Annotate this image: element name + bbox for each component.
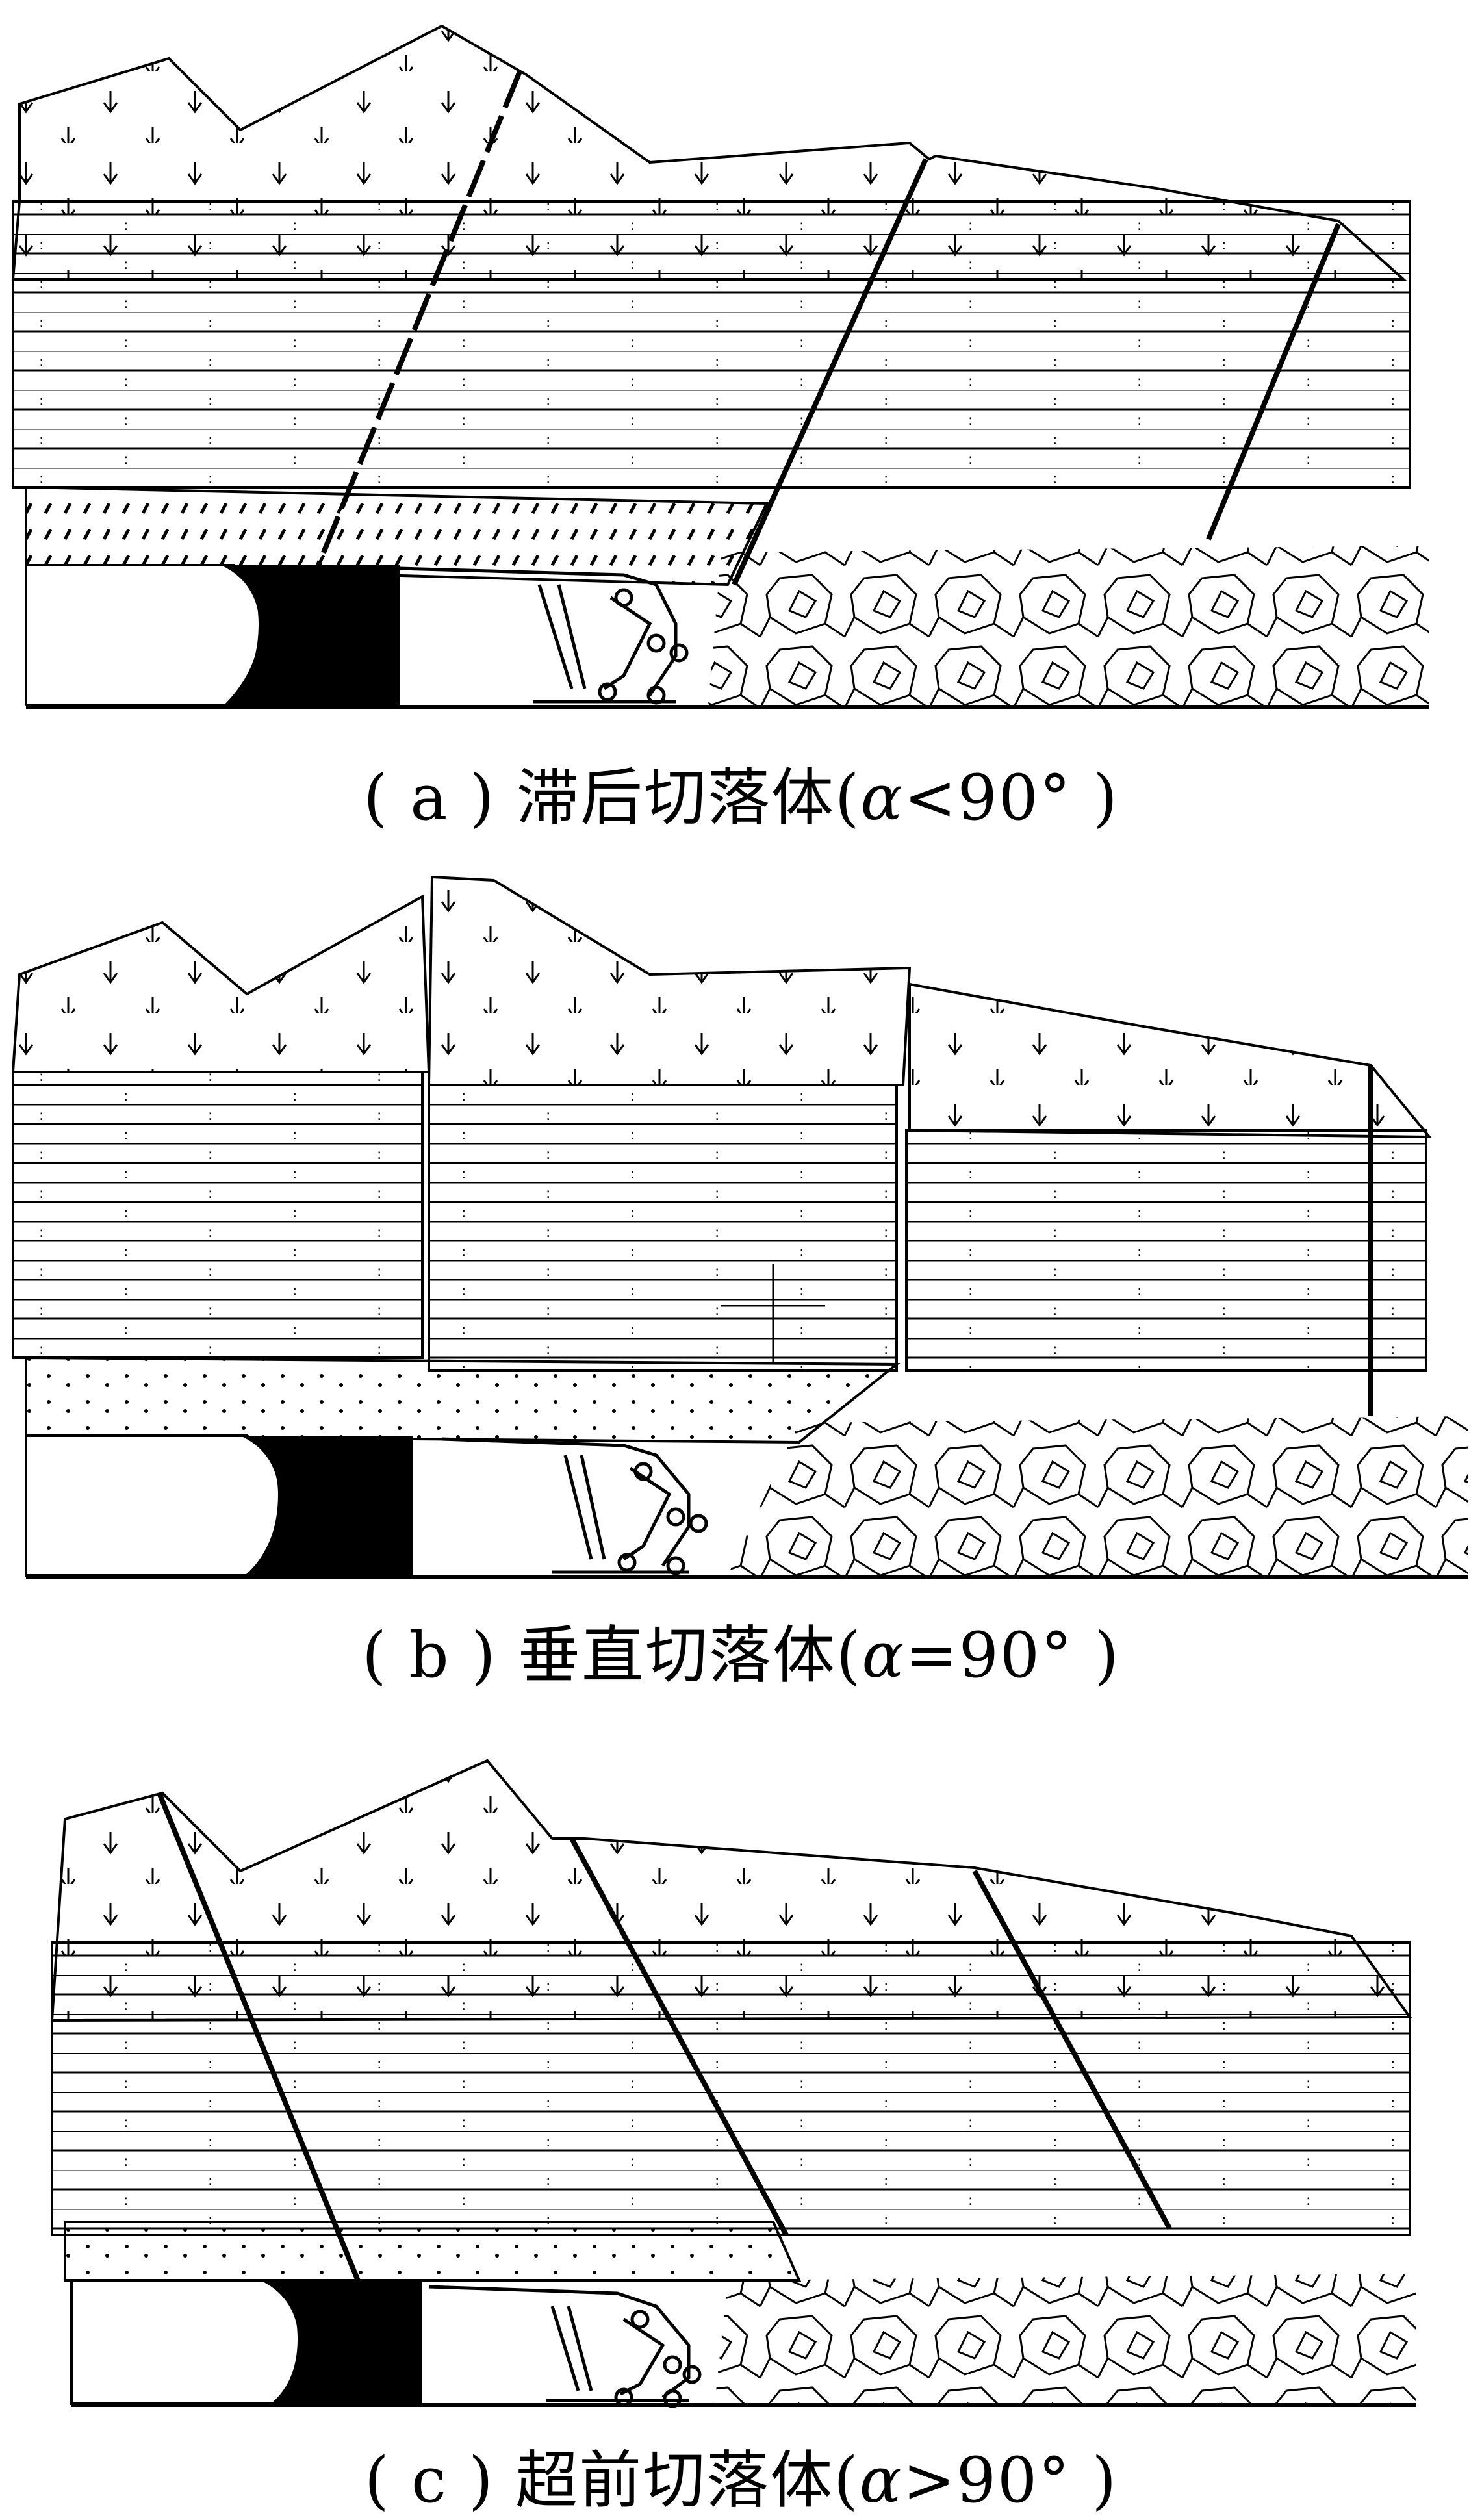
gob-area-b	[728, 1416, 1468, 1575]
rock-strata-b3	[905, 1129, 1427, 1372]
gob-area-c	[715, 2274, 1416, 2404]
caption-a-alpha: α	[860, 761, 904, 834]
roadway-a	[25, 564, 262, 706]
rock-strata-b2	[428, 1084, 898, 1372]
panel-a-diagram: : :	[11, 24, 1429, 709]
panel-b-diagram	[11, 875, 1468, 1579]
roadway-c	[70, 2279, 301, 2405]
panel-c-diagram	[50, 1759, 1416, 2408]
caption-c-suffix: >90° )	[902, 2444, 1118, 2517]
caption-b: ( b ) 垂直切落体(α=90° )	[0, 1605, 1482, 1695]
gob-area-a	[708, 546, 1429, 705]
coal-seam-a	[221, 565, 400, 705]
caption-b-prefix: ( b ) 垂直切落体(	[362, 1619, 862, 1692]
rock-strata-b	[12, 1071, 424, 1359]
immediate-roof-c	[64, 2221, 802, 2282]
caption-a-prefix: ( a ) 滞后切落体(	[363, 761, 861, 834]
caption-b-suffix: =90° )	[905, 1619, 1120, 1692]
caption-a-suffix: <90° )	[904, 761, 1119, 834]
caption-b-alpha: α	[862, 1619, 906, 1692]
caption-a: ( a ) 滞后切落体(α<90° )	[0, 747, 1482, 837]
overburden-layer-b3	[908, 982, 1433, 1139]
coal-seam-b	[240, 1436, 413, 1575]
overburden-layer-b2	[427, 875, 912, 1086]
caption-c: ( c ) 超前切落体(α>90° )	[0, 2430, 1482, 2520]
immediate-roof-b	[25, 1356, 901, 1444]
hydraulic-support-b	[441, 1437, 708, 1575]
hydraulic-support-c	[428, 2285, 702, 2408]
rock-strata-a	[12, 200, 1411, 489]
hydraulic-support-a	[399, 566, 689, 705]
rock-strata-c	[51, 1941, 1411, 2236]
roadway-b	[25, 1434, 281, 1577]
caption-c-prefix: ( c ) 超前切落体(	[364, 2444, 860, 2517]
coal-seam-c	[260, 2280, 422, 2404]
caption-c-alpha: α	[859, 2444, 903, 2517]
overburden-layer-b	[11, 894, 431, 1073]
